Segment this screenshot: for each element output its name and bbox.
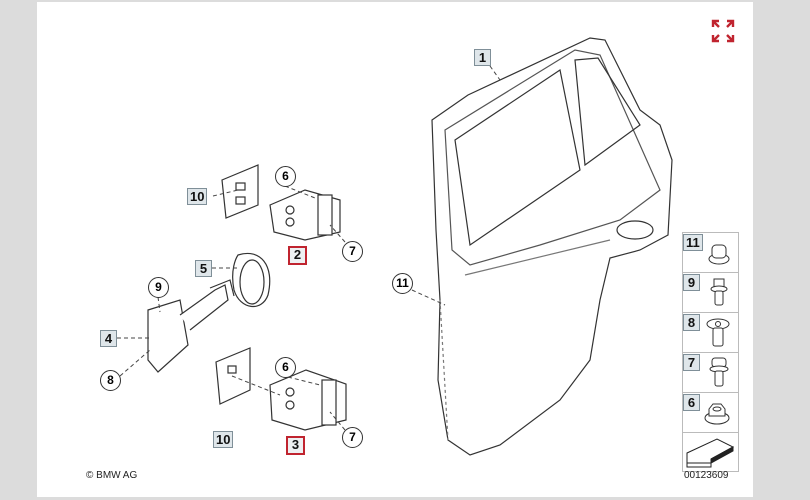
bolt-icon [709,357,729,387]
callout-shim-lower[interactable]: 10 [213,431,234,448]
fastener-bolt-9[interactable]: 9 [683,273,738,313]
callout-bolt-upper[interactable]: 7 [342,241,363,262]
diagram-number: 00123609 [684,470,729,481]
nut-icon [704,403,730,425]
callout-bolt-lower[interactable]: 7 [342,427,363,448]
copyright: © BMW AG [86,470,138,481]
screw-icon [706,318,730,347]
callout-bolt-strap[interactable]: 9 [148,277,169,298]
callout-buffer[interactable]: 5 [195,260,212,277]
callout-screw[interactable]: 8 [100,370,121,391]
arrow-icon [686,438,735,468]
plug-icon [708,244,730,265]
fastener-column: 11 9 8 7 6 [682,232,739,472]
callout-plug[interactable]: 11 [392,273,413,294]
expand-icon[interactable] [711,19,735,43]
fastener-label: 9 [683,274,700,291]
bolt-icon [710,278,728,306]
fastener-label: 11 [683,234,703,251]
callout-check-strap[interactable]: 4 [100,330,117,347]
callout-nut-lower[interactable]: 6 [275,357,296,378]
fastener-nut-6[interactable]: 6 [683,393,738,433]
fastener-label: 8 [683,314,700,331]
fastener-plug[interactable]: 11 [683,233,738,273]
callout-shim-upper[interactable]: 10 [187,188,208,205]
callout-door[interactable]: 1 [474,49,491,66]
direction-arrow [683,433,738,471]
callout-nut-upper[interactable]: 6 [275,166,296,187]
fastener-bolt-7[interactable]: 7 [683,353,738,393]
rear-door-drawing [431,37,673,456]
callout-hinge-upper[interactable]: 2 [288,246,307,265]
fastener-label: 7 [683,354,700,371]
fastener-screw-8[interactable]: 8 [683,313,738,353]
fastener-label: 6 [683,394,700,411]
callout-hinge-lower[interactable]: 3 [286,436,305,455]
